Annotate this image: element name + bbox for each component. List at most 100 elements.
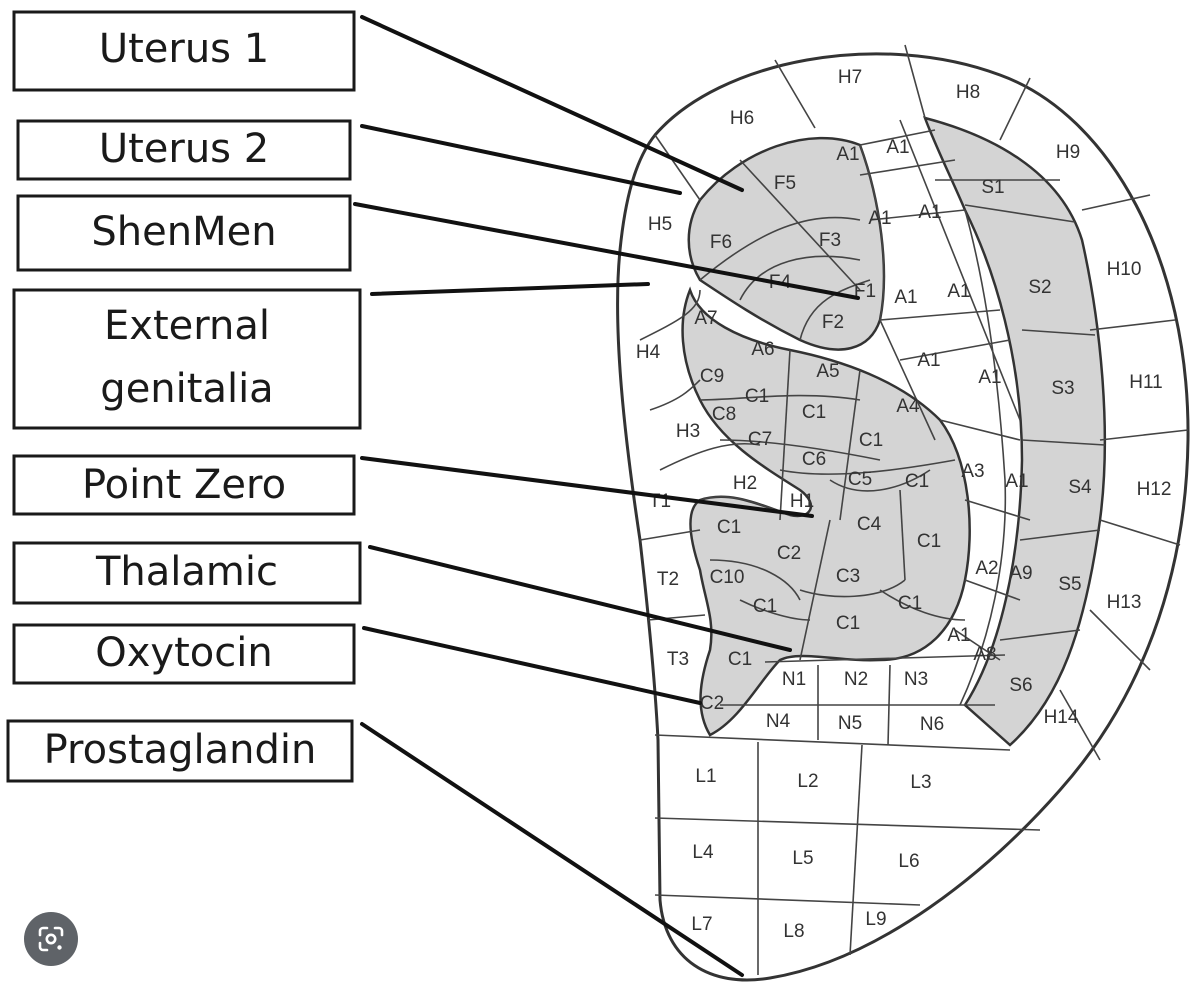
zone-code-l7: L7 [691,914,712,935]
zone-code-f2: F2 [822,312,844,333]
zone-code-s4: S4 [1068,477,1092,498]
zone-code-h5: H5 [648,214,672,235]
zone-code-l9: L9 [865,909,886,930]
zone-code-c3: C3 [836,566,860,587]
zone-code-a1-h: A1 [978,367,1001,388]
zone-divisions [639,44,1189,975]
label-point-zero-text: Point Zero [82,462,286,508]
label-uterus-1-text: Uterus 1 [99,26,269,72]
zone-code-c1-b: C1 [802,402,826,423]
zone-code-c1-c: C1 [859,430,883,451]
zone-code-h11: H11 [1129,372,1162,393]
label-oxytocin: Oxytocin [12,623,356,685]
leader-prostaglandin [360,722,744,977]
zone-code-h14: H14 [1044,707,1079,728]
zone-code-c8: C8 [712,404,736,425]
label-prostaglandin-text: Prostaglandin [44,727,317,773]
label-uterus-2: Uterus 2 [16,119,352,181]
zone-code-s6: S6 [1009,675,1032,696]
zone-code-a8: A8 [973,644,996,665]
zone-code-l6: L6 [898,851,919,872]
zone-code-n1: N1 [782,669,806,690]
zone-code-a1-j: A1 [947,625,970,646]
label-uterus-2-text: Uterus 2 [99,126,269,172]
zone-code-c1-f: C1 [917,531,941,552]
zone-code-l2: L2 [797,771,818,792]
label-thalamic-text: Thalamic [95,549,278,595]
label-shenmen: ShenMen [16,194,352,272]
zone-code-c6: C6 [802,449,826,470]
zone-code-c1-h: C1 [898,593,922,614]
zone-code-c10: C10 [710,567,745,588]
google-lens-icon[interactable] [24,912,78,966]
leader-external-genitalia [370,282,650,296]
zone-code-c2-a: C2 [777,543,801,564]
zone-code-a1-f: A1 [947,281,970,302]
zone-code-h6: H6 [730,108,754,129]
leader-uterus-2 [360,124,682,195]
zone-code-c1-g: C1 [753,596,777,617]
zone-code-l4: L4 [692,842,714,863]
leader-point-zero [360,456,814,518]
zone-code-n5: N5 [838,713,862,734]
zone-code-c7: C7 [748,429,772,450]
label-shenmen-text: ShenMen [91,209,276,255]
label-oxytocin-text: Oxytocin [95,630,272,676]
zone-code-c5: C5 [848,469,872,490]
zone-code-c1-j: C1 [728,649,752,670]
zone-code-s5: S5 [1058,574,1081,595]
label-prostaglandin: Prostaglandin [6,719,354,783]
zone-code-a1-c: A1 [868,208,891,229]
zone-code-a1-a: A1 [836,144,859,165]
zone-code-c9: C9 [700,366,724,387]
label-external-genitalia: External genitalia [12,288,362,430]
zone-code-n3: N3 [904,669,928,690]
label-external-genitalia-line1: External [104,303,270,349]
zone-code-h2: H2 [733,473,757,494]
zone-code-h7: H7 [838,67,862,88]
zone-code-c1-a: C1 [745,386,769,407]
lens-glyph-icon [38,926,64,952]
zone-code-s2: S2 [1028,277,1051,298]
label-point-zero: Point Zero [12,454,356,516]
zone-code-l8: L8 [783,921,804,942]
zone-code-h1: H1 [790,491,814,512]
zone-code-f3: F3 [819,230,841,251]
zone-code-l3: L3 [910,772,931,793]
zone-code-a1-i: A1 [1005,471,1028,492]
leader-shenmen [353,202,860,300]
zone-code-s1: S1 [981,177,1004,198]
leader-thalamic [368,545,792,652]
zone-code-h13: H13 [1107,592,1142,613]
zone-codes: H7 H8 H6 H9 H5 H10 H4 H11 H3 H2 H1 H12 H… [636,67,1172,942]
label-thalamic: Thalamic [12,541,362,605]
zone-code-a3: A3 [961,461,984,482]
zone-code-t2: T2 [657,569,679,590]
zone-code-a9: A9 [1009,563,1032,584]
zone-code-c1-d: C1 [905,471,929,492]
zone-code-l1: L1 [695,766,716,787]
zone-code-h10: H10 [1107,259,1142,280]
zone-code-a5: A5 [816,361,839,382]
zone-code-h9: H9 [1056,142,1080,163]
zone-code-t3: T3 [667,649,689,670]
zone-code-c4: C4 [857,514,882,535]
zone-code-c1-i: C1 [836,613,860,634]
zone-code-h3: H3 [676,421,700,442]
zone-code-h8: H8 [956,82,980,103]
zone-code-c1-e: C1 [717,517,741,538]
zone-concha [681,286,971,737]
zone-code-n2: N2 [844,669,868,690]
zone-code-a1-d: A1 [918,202,941,223]
zone-code-h12: H12 [1137,479,1172,500]
leader-uterus-1 [360,15,744,192]
zone-code-l5: L5 [792,848,813,869]
zone-code-a7: A7 [694,308,717,329]
zone-code-n6: N6 [920,714,944,735]
label-uterus-1: Uterus 1 [12,10,356,92]
zone-code-a6: A6 [751,339,774,360]
zone-code-a1-g: A1 [917,350,940,371]
zone-code-a4: A4 [896,396,920,417]
zone-code-a1-b: A1 [886,137,909,158]
